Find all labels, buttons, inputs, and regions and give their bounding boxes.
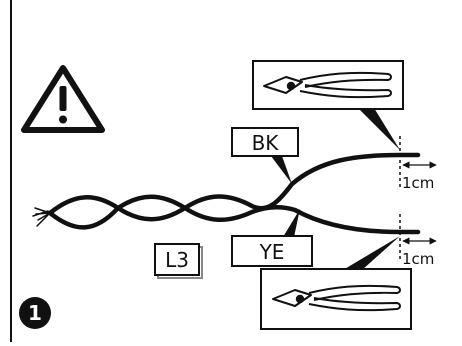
callout-pointer-bottom [343,236,400,270]
measure-label-bottom: 1cm [402,250,434,268]
twisted-wire-pair [32,152,421,235]
warning-triangle-icon [21,65,105,133]
cutter-callout-bottom [260,268,412,330]
bk-label-text: BK [252,131,280,155]
step-number-text: 1 [28,301,42,325]
l3-label: L3 [154,243,203,279]
l3-label-text: L3 [165,248,189,272]
diagonal-cutter-icon [263,71,392,99]
callout-pointer-top [358,108,400,150]
diagonal-cutter-icon [272,284,401,312]
ye-label-text: YE [259,240,285,264]
cutter-callout-top [252,60,404,110]
step-number-badge: 1 [19,297,51,329]
bk-wire-label: BK [231,127,299,184]
ye-wire-label: YE [231,209,313,267]
measure-label-top: 1cm [402,174,434,192]
